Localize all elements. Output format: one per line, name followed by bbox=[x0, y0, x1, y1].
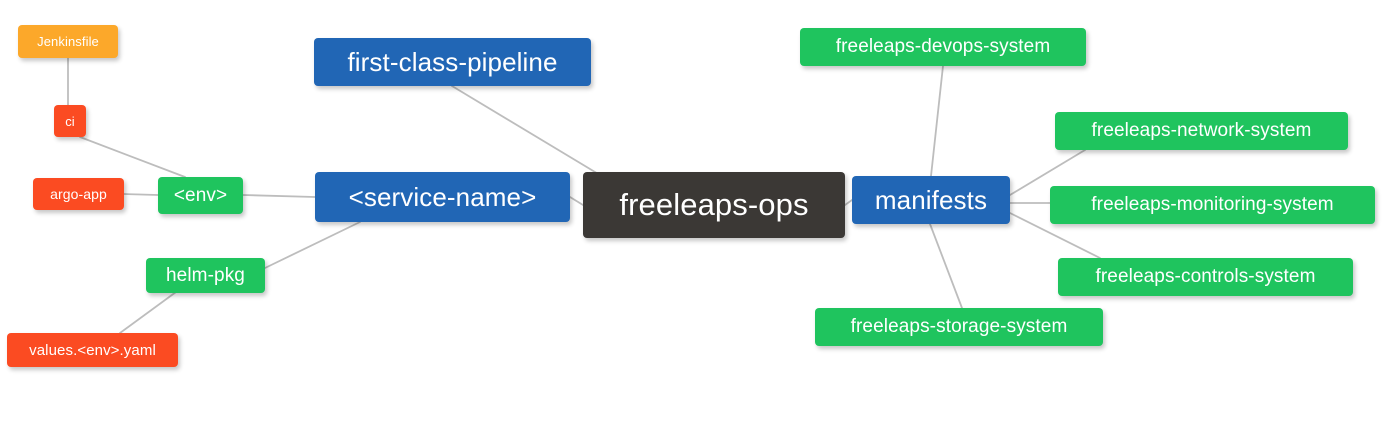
node-env[interactable]: <env> bbox=[158, 177, 243, 214]
node-label: helm-pkg bbox=[166, 264, 245, 286]
node-argo-app[interactable]: argo-app bbox=[33, 178, 124, 210]
node-label: <env> bbox=[173, 184, 228, 206]
node-freeleaps-ops[interactable]: freeleaps-ops bbox=[583, 172, 845, 238]
edge-freeleaps-ops-to-service-name bbox=[569, 196, 584, 206]
node-label: freeleaps-controls-system bbox=[1095, 266, 1316, 287]
edge-env-to-argo-app bbox=[123, 193, 159, 196]
node-helm-pkg[interactable]: helm-pkg bbox=[146, 258, 265, 293]
node-jenkinsfile[interactable]: Jenkinsfile bbox=[18, 25, 118, 58]
node-label: values.<env>.yaml bbox=[29, 341, 156, 359]
node-label: freeleaps-ops bbox=[619, 187, 809, 222]
edge-manifests-to-devops-system bbox=[930, 65, 944, 177]
edge-env-to-ci bbox=[79, 136, 186, 178]
edge-service-name-to-helm-pkg bbox=[264, 221, 361, 269]
node-ci[interactable]: ci bbox=[54, 105, 86, 137]
node-label: <service-name> bbox=[348, 181, 537, 212]
edge-manifests-to-storage-system bbox=[929, 223, 963, 309]
edge-helm-pkg-to-values-yaml bbox=[119, 291, 177, 334]
node-label: manifests bbox=[874, 184, 988, 215]
node-label: freeleaps-monitoring-system bbox=[1091, 194, 1334, 215]
edge-service-name-to-env bbox=[242, 194, 316, 198]
edge-freeleaps-ops-to-manifests bbox=[844, 199, 853, 206]
node-label: freeleaps-devops-system bbox=[835, 36, 1051, 57]
node-label: Jenkinsfile bbox=[37, 34, 99, 49]
node-monitoring-system[interactable]: freeleaps-monitoring-system bbox=[1050, 186, 1375, 224]
node-storage-system[interactable]: freeleaps-storage-system bbox=[815, 308, 1103, 346]
node-service-name[interactable]: <service-name> bbox=[315, 172, 570, 222]
edge-freeleaps-ops-to-first-class-pipeline bbox=[451, 85, 601, 176]
node-label: first-class-pipeline bbox=[347, 46, 558, 77]
node-manifests[interactable]: manifests bbox=[852, 176, 1010, 224]
node-controls-system[interactable]: freeleaps-controls-system bbox=[1058, 258, 1353, 296]
node-network-system[interactable]: freeleaps-network-system bbox=[1055, 112, 1348, 150]
node-label: argo-app bbox=[50, 186, 107, 202]
node-label: freeleaps-network-system bbox=[1091, 120, 1312, 141]
node-devops-system[interactable]: freeleaps-devops-system bbox=[800, 28, 1086, 66]
node-first-class-pipeline[interactable]: first-class-pipeline bbox=[314, 38, 591, 86]
node-label: freeleaps-storage-system bbox=[850, 316, 1068, 337]
node-values-yaml[interactable]: values.<env>.yaml bbox=[7, 333, 178, 367]
node-label: ci bbox=[65, 113, 75, 129]
